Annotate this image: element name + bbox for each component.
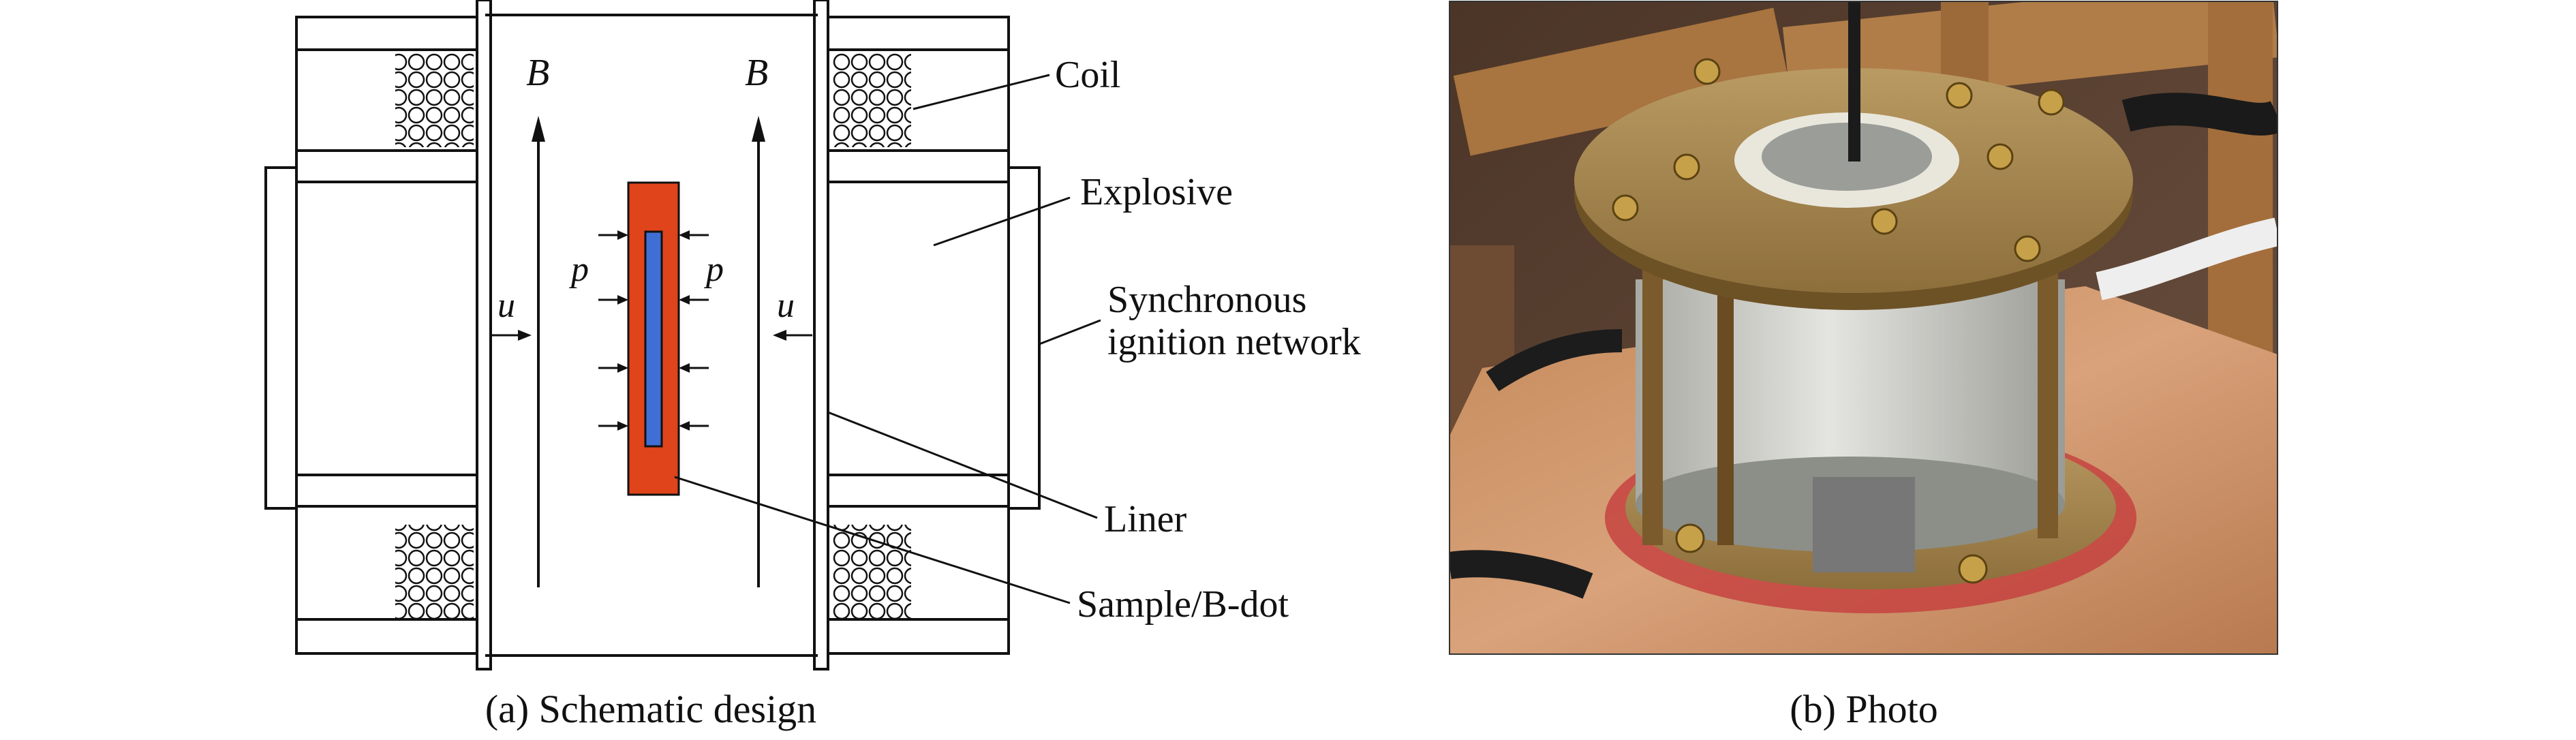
label-p-left: p bbox=[568, 250, 589, 289]
explosive-left bbox=[295, 181, 478, 476]
coil-winding-top-left bbox=[395, 53, 474, 147]
caption-schematic: (a) Schematic design bbox=[485, 687, 816, 731]
leader-explosive bbox=[933, 196, 1071, 247]
ignition-network-left bbox=[264, 166, 298, 510]
velocity-arrow-left bbox=[492, 330, 532, 341]
field-arrow-right bbox=[752, 116, 765, 587]
pressure-arrow bbox=[598, 421, 628, 431]
explosive-right bbox=[827, 181, 1010, 476]
coil-winding-bottom-right bbox=[833, 525, 911, 619]
velocity-arrow-right bbox=[773, 330, 812, 341]
photo-image bbox=[1450, 1, 2278, 654]
leader-lines bbox=[674, 74, 1101, 604]
pressure-arrows bbox=[598, 230, 709, 431]
right-coil-assembly bbox=[813, 0, 1041, 670]
leader-sample bbox=[674, 476, 1071, 604]
label-u-left: u bbox=[497, 286, 515, 325]
liner-right bbox=[813, 0, 829, 670]
pressure-arrow bbox=[679, 363, 709, 373]
coil-winding-top-right bbox=[833, 53, 911, 147]
left-coil-assembly bbox=[264, 0, 492, 670]
chamber-outline bbox=[485, 14, 818, 657]
leader-liner bbox=[827, 411, 1098, 519]
leader-ignition bbox=[1039, 319, 1101, 345]
field-arrow-left bbox=[532, 116, 545, 587]
callout-ignition-line2: ignition network bbox=[1107, 321, 1361, 363]
callout-coil: Coil bbox=[1055, 54, 1120, 96]
pressure-arrow bbox=[598, 363, 628, 373]
pressure-arrow bbox=[679, 230, 709, 240]
liner-left bbox=[476, 0, 492, 670]
pressure-arrow bbox=[598, 295, 628, 305]
pressure-arrow bbox=[679, 421, 709, 431]
callout-explosive: Explosive bbox=[1080, 171, 1233, 213]
callout-ignition-line1: Synchronous bbox=[1107, 279, 1306, 321]
leader-coil bbox=[913, 74, 1050, 110]
label-B-right: B bbox=[745, 52, 768, 94]
b-dot-probe bbox=[644, 230, 663, 448]
ignition-network-right bbox=[1007, 166, 1041, 510]
schematic-panel: B B u u p p bbox=[264, 0, 1361, 731]
callout-liner: Liner bbox=[1104, 498, 1187, 540]
label-p-right: p bbox=[703, 250, 724, 289]
caption-photo: (b) Photo bbox=[1790, 687, 1938, 731]
pressure-arrow bbox=[598, 230, 628, 240]
label-u-right: u bbox=[777, 286, 795, 325]
photo-panel: (b) Photo bbox=[1449, 1, 2278, 731]
label-B-left: B bbox=[526, 52, 549, 94]
callout-sample: Sample/B-dot bbox=[1077, 583, 1289, 626]
coil-winding-bottom-left bbox=[395, 525, 474, 619]
pressure-arrow bbox=[679, 295, 709, 305]
